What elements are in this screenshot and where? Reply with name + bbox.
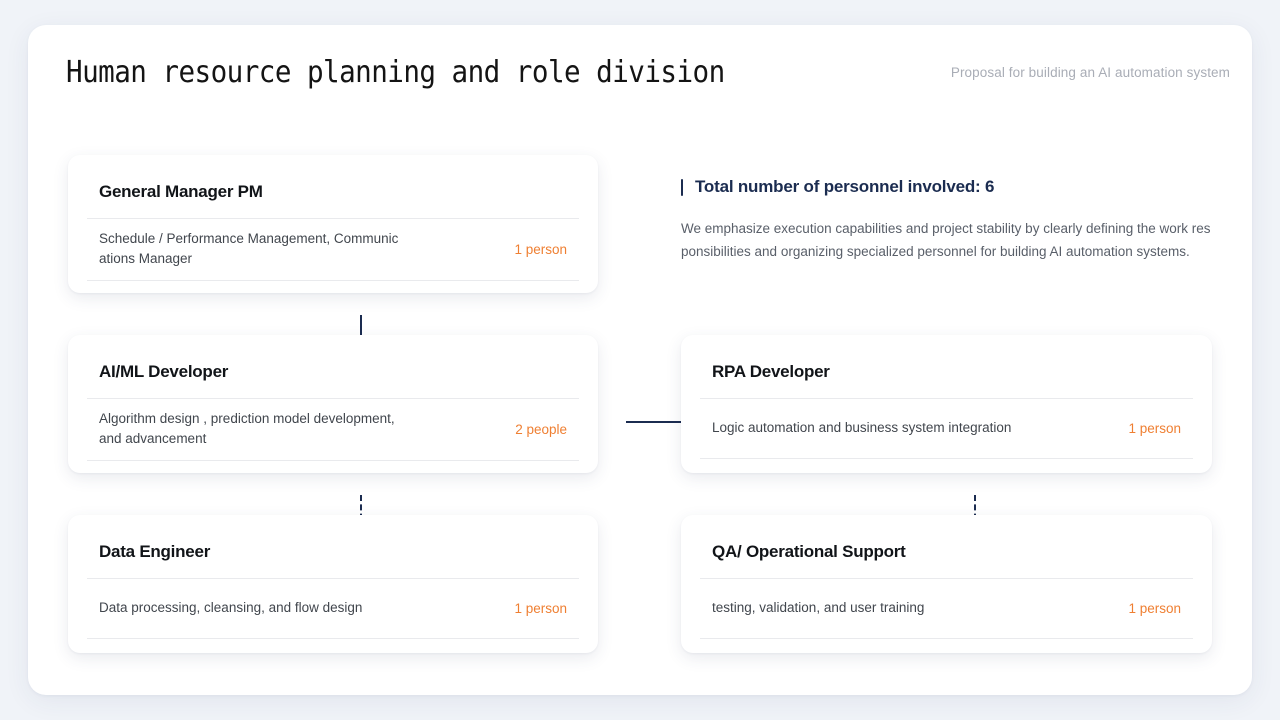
role-card-headcount: 1 person xyxy=(1128,600,1181,616)
connector-aiml-to-rpa xyxy=(626,421,710,423)
role-card-description: Schedule / Performance Management, Commu… xyxy=(99,231,399,266)
role-card-general-manager-pm[interactable]: General Manager PM Schedule / Performanc… xyxy=(68,155,598,293)
summary-heading-text: Total number of personnel involved: 6 xyxy=(695,177,995,196)
role-card-data-engineer[interactable]: Data Engineer Data processing, cleansing… xyxy=(68,515,598,653)
connector-rpa-to-qa xyxy=(974,495,976,529)
connector-aiml-to-data xyxy=(360,495,362,529)
role-card-title: QA/ Operational Support xyxy=(712,542,906,561)
slide-canvas: Human resource planning and role divisio… xyxy=(28,25,1252,695)
role-card-body: Data processing, cleansing, and flow des… xyxy=(87,578,579,639)
summary-heading: Total number of personnel involved: 6 xyxy=(681,177,1216,197)
summary-body-text: We emphasize execution capabilities and … xyxy=(681,221,1211,259)
role-card-body: Logic automation and business system int… xyxy=(700,398,1193,459)
role-card-rpa-developer[interactable]: RPA Developer Logic automation and busin… xyxy=(681,335,1212,473)
role-card-headcount: 2 people xyxy=(515,421,567,437)
role-card-description: Logic automation and business system int… xyxy=(712,420,1012,435)
role-card-description: Data processing, cleansing, and flow des… xyxy=(99,600,363,615)
role-card-headcount: 1 person xyxy=(1128,420,1181,436)
page-title: Human resource planning and role divisio… xyxy=(66,55,725,90)
accent-bar-icon xyxy=(681,178,683,196)
summary-panel: Total number of personnel involved: 6 We… xyxy=(681,177,1216,263)
role-card-body: Algorithm design , prediction model deve… xyxy=(87,398,579,461)
role-card-title: Data Engineer xyxy=(99,542,211,561)
role-card-description: testing, validation, and user training xyxy=(712,600,925,615)
role-card-title: General Manager PM xyxy=(99,182,263,201)
role-card-headcount: 1 person xyxy=(514,241,567,257)
role-card-body: Schedule / Performance Management, Commu… xyxy=(87,218,579,281)
role-card-headcount: 1 person xyxy=(514,600,567,616)
role-card-description: Algorithm design , prediction model deve… xyxy=(99,411,395,446)
role-card-title: AI/ML Developer xyxy=(99,362,229,381)
role-card-body: testing, validation, and user training 1… xyxy=(700,578,1193,639)
role-card-qa-operational-support[interactable]: QA/ Operational Support testing, validat… xyxy=(681,515,1212,653)
role-card-title: RPA Developer xyxy=(712,362,830,381)
page-subtitle: Proposal for building an AI automation s… xyxy=(950,65,1230,80)
role-card-ai-ml-developer[interactable]: AI/ML Developer Algorithm design , predi… xyxy=(68,335,598,473)
connector-gm-to-aiml xyxy=(360,315,362,349)
